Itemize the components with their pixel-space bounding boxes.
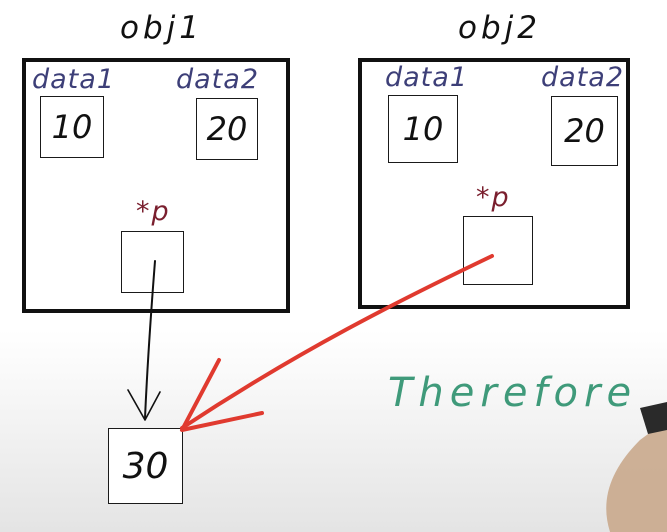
obj2-data1-label: data1 xyxy=(385,62,468,93)
obj1-pointer-arrowhead xyxy=(127,389,161,421)
obj2-pointer-label: *p xyxy=(476,182,511,213)
obj1-pointer-label: *p xyxy=(136,196,171,227)
obj2-pointer-box xyxy=(463,216,533,285)
shared-value-box: 30 xyxy=(108,428,183,504)
therefore-caption: Therefore xyxy=(388,370,638,416)
obj2-data1-value: 10 xyxy=(388,95,458,163)
obj1-title: obj1 xyxy=(120,10,203,46)
obj1-data2-label: data2 xyxy=(176,64,259,95)
obj2-pointer-arrowhead xyxy=(180,358,264,432)
obj1-data1-value: 10 xyxy=(40,96,104,158)
obj2-data2-label: data2 xyxy=(541,62,624,93)
obj2-data2-value: 20 xyxy=(551,96,618,166)
obj2-title: obj2 xyxy=(458,10,541,46)
obj2-pointer-arrow xyxy=(180,254,494,430)
obj1-data1-label: data1 xyxy=(32,64,115,95)
marker-pen-shape xyxy=(640,402,667,434)
obj1-pointer-arrow xyxy=(144,260,156,419)
obj1-data2-value: 20 xyxy=(196,98,258,160)
presenter-hand-shape xyxy=(606,420,667,532)
